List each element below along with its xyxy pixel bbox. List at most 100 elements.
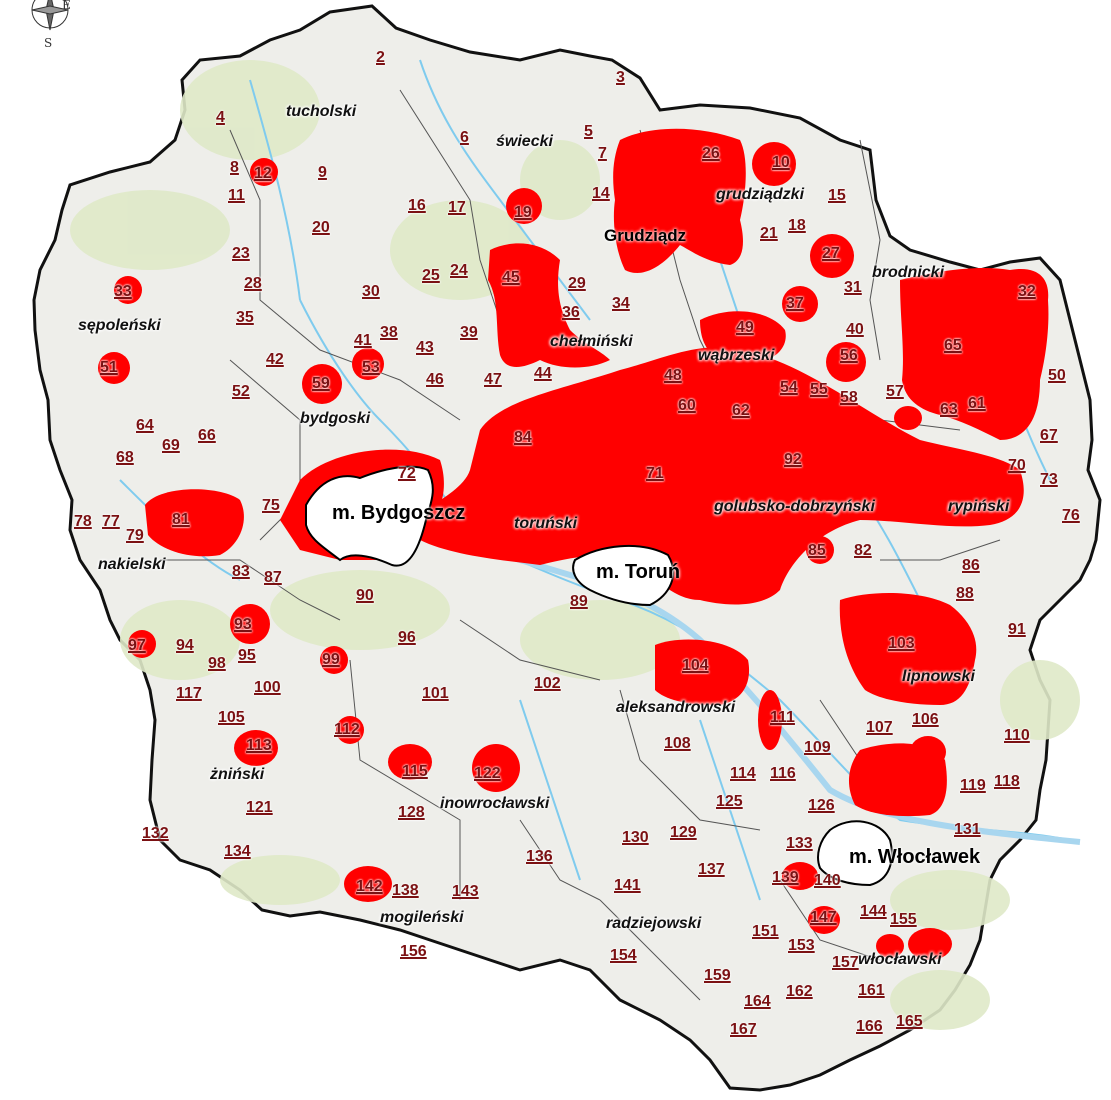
gmina-number: 85 <box>808 542 826 559</box>
gmina-number: 114 <box>730 765 756 782</box>
gmina-number: 128 <box>398 804 425 821</box>
gmina-number: 59 <box>312 375 330 392</box>
gmina-number: 119 <box>960 777 986 794</box>
city-areas <box>305 465 893 887</box>
powiat-label: radziejowski <box>606 915 702 932</box>
gmina-number: 62 <box>732 402 750 419</box>
gmina-number: 77 <box>102 513 120 530</box>
gmina-number: 94 <box>176 637 194 654</box>
gmina-number: 117 <box>176 685 202 702</box>
gmina-number: 58 <box>840 389 858 406</box>
gmina-number: 125 <box>716 793 743 810</box>
gmina-number: 153 <box>788 937 815 954</box>
gmina-number: 56 <box>840 347 858 364</box>
gmina-number: 65 <box>944 337 962 354</box>
gmina-number: 63 <box>940 401 958 418</box>
gmina-number: 42 <box>266 351 284 368</box>
city-label-wloclawek: m. Włocławek <box>849 846 981 868</box>
gmina-number: 95 <box>238 647 256 664</box>
gmina-number: 69 <box>162 437 180 454</box>
gmina-number: 26 <box>702 145 720 162</box>
gmina-number: 78 <box>74 513 92 530</box>
gmina-number: 113 <box>246 737 272 754</box>
gmina-number: 101 <box>422 685 449 702</box>
gmina-number: 140 <box>814 872 841 889</box>
powiat-label: świecki <box>496 133 553 150</box>
gmina-number: 142 <box>356 878 383 895</box>
gmina-number: 156 <box>400 943 427 960</box>
gmina-number: 134 <box>224 843 251 860</box>
powiat-label: tucholski <box>286 103 357 120</box>
powiat-label: grudziądzki <box>716 186 805 203</box>
powiat-label: golubsko-dobrzyński <box>714 498 875 515</box>
gmina-number: 37 <box>786 295 804 312</box>
gmina-number: 68 <box>116 449 134 466</box>
powiat-label: nakielski <box>98 556 166 573</box>
gmina-number: 162 <box>786 983 813 1000</box>
gmina-number: 6 <box>460 129 469 146</box>
gmina-number: 60 <box>678 397 696 414</box>
gmina-number: 67 <box>1040 427 1058 444</box>
gmina-number: 141 <box>614 877 641 894</box>
powiat-label: rypiński <box>948 498 1010 515</box>
gmina-number: 110 <box>1004 727 1030 744</box>
gmina-number: 115 <box>402 763 428 780</box>
gmina-number: 105 <box>218 709 245 726</box>
gmina-number: 51 <box>100 359 118 376</box>
gmina-number: 118 <box>994 773 1020 790</box>
gmina-number: 16 <box>408 197 426 214</box>
powiat-label: aleksandrowski <box>616 699 736 716</box>
powiat-label: sępoleński <box>78 317 161 334</box>
gmina-number: 10 <box>772 154 790 171</box>
gmina-number: 138 <box>392 882 419 899</box>
gmina-number: 71 <box>646 465 664 482</box>
gmina-number: 136 <box>526 848 553 865</box>
gmina-number: 108 <box>664 735 691 752</box>
gmina-number: 75 <box>262 497 280 514</box>
gmina-number: 28 <box>244 275 262 292</box>
gmina-number: 3 <box>616 69 625 86</box>
gmina-number: 116 <box>770 765 796 782</box>
gmina-number: 106 <box>912 711 939 728</box>
gmina-number: 139 <box>772 869 799 886</box>
gmina-number: 97 <box>128 637 146 654</box>
gmina-number: 98 <box>208 655 226 672</box>
gmina-number: 7 <box>598 145 607 162</box>
gmina-number: 57 <box>886 383 904 400</box>
gmina-number: 18 <box>788 217 806 234</box>
gmina-number: 54 <box>780 379 798 396</box>
gmina-number: 154 <box>610 947 637 964</box>
gmina-number: 161 <box>858 982 885 999</box>
gmina-number: 8 <box>230 159 239 176</box>
gmina-number: 79 <box>126 527 144 544</box>
powiat-label: chełmiński <box>550 333 633 350</box>
gmina-number: 11 <box>228 187 245 204</box>
compass-rose <box>31 0 69 31</box>
gmina-number: 19 <box>514 204 532 221</box>
powiat-label: włocławski <box>858 951 942 968</box>
gmina-number: 111 <box>770 709 795 726</box>
gmina-number: 126 <box>808 797 835 814</box>
gmina-number: 82 <box>854 542 872 559</box>
gmina-number: 90 <box>356 587 374 604</box>
gmina-number: 21 <box>760 225 778 242</box>
gmina-number: 40 <box>846 321 864 338</box>
gmina-number: 4 <box>216 109 225 126</box>
gmina-number: 52 <box>232 383 250 400</box>
gmina-number: 151 <box>752 923 779 940</box>
gmina-number: 14 <box>592 185 610 202</box>
gmina-number: 103 <box>888 635 915 652</box>
gmina-number: 38 <box>380 324 398 341</box>
powiat-label: żniński <box>210 766 265 783</box>
gmina-number: 164 <box>744 993 771 1010</box>
gmina-number: 47 <box>484 371 502 388</box>
powiat-label: wąbrzeski <box>698 347 775 364</box>
gmina-number: 165 <box>896 1013 923 1030</box>
gmina-number: 34 <box>612 295 630 312</box>
gmina-number: 70 <box>1008 457 1026 474</box>
gmina-number: 167 <box>730 1021 757 1038</box>
gmina-number: 2 <box>376 49 385 66</box>
powiat-label: bydgoski <box>300 410 371 427</box>
gmina-number: 107 <box>866 719 893 736</box>
